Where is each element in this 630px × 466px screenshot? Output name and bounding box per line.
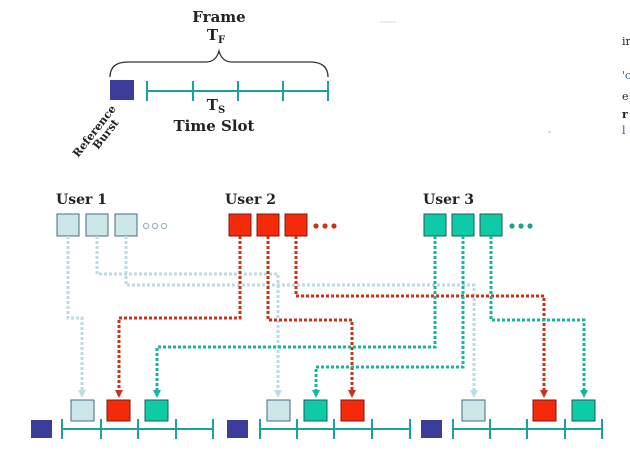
arrow-u2-s1 (115, 236, 242, 398)
frame-3-slot-user-3 (571, 399, 596, 422)
edge-text-fragment: r (622, 108, 628, 121)
frame-legend: Frame TF TS Time Slot Reference Burst (70, 8, 329, 160)
frame-2-slot-user-3 (303, 399, 328, 422)
arrow-u3-s1 (153, 236, 437, 398)
frame-symbol: TF (207, 26, 225, 46)
user-1-group: User 1 (56, 192, 168, 237)
reference-burst-block (110, 80, 134, 100)
user-3-slot-3 (479, 213, 503, 237)
user-2-ellipsis (313, 223, 337, 229)
user-1-slot-1 (56, 213, 80, 237)
frame-brace (109, 48, 329, 78)
arrow-u1-s1 (66, 236, 86, 398)
user-3-slot-2 (451, 213, 475, 237)
reference-burst-block (31, 420, 52, 438)
arrow-u3-s3 (489, 236, 588, 398)
user-1-slot-3 (114, 213, 138, 237)
user-3-label: User 3 (423, 192, 474, 208)
user-2-group: User 2 (225, 192, 337, 237)
frame-timeline (61, 419, 603, 439)
edge-text-fragment: 'c (622, 69, 630, 82)
slot-symbol: TS (207, 96, 225, 116)
slot-label: Time Slot (174, 117, 255, 135)
frame-1-slot-user-3 (144, 399, 169, 422)
user-1-arrows (66, 236, 478, 398)
user-1-slot-2 (85, 213, 109, 237)
frame-2-slot-user-2 (340, 399, 365, 422)
arrow-u2-s2 (266, 236, 356, 398)
bottom-frames (31, 399, 603, 439)
frame-1-slot-user-2 (106, 399, 131, 422)
user-3-slot-1 (423, 213, 447, 237)
slot-timeline (146, 81, 329, 101)
edge-text-fragment: l (622, 124, 626, 137)
frame-title: Frame (192, 8, 245, 26)
arrow-u3-s2 (312, 236, 465, 398)
user-3-group: User 3 (423, 192, 533, 237)
user-1-label: User 1 (56, 192, 107, 208)
edge-text-fragment: ir (622, 35, 630, 48)
frame-2-slot-user-1 (266, 399, 291, 422)
user-2-arrows (115, 236, 548, 398)
frame-3-slot-user-2 (532, 399, 557, 422)
user-3-ellipsis (509, 223, 533, 229)
arrow-u1-s3 (124, 236, 478, 398)
arrow-u1-s2 (95, 236, 282, 398)
user-2-slot-1 (228, 213, 252, 237)
reference-burst-block (421, 420, 442, 438)
frame-3-slot-user-1 (461, 399, 486, 422)
user-2-slot-3 (284, 213, 308, 237)
user-1-ellipsis (142, 222, 168, 230)
edge-text-fragment: e: (622, 90, 630, 103)
user-3-arrows (153, 236, 588, 398)
arrow-u2-s3 (294, 236, 548, 398)
frame-1-slot-user-1 (70, 399, 95, 422)
user-2-slot-2 (256, 213, 280, 237)
reference-burst-block (227, 420, 248, 438)
user-2-label: User 2 (225, 192, 276, 208)
